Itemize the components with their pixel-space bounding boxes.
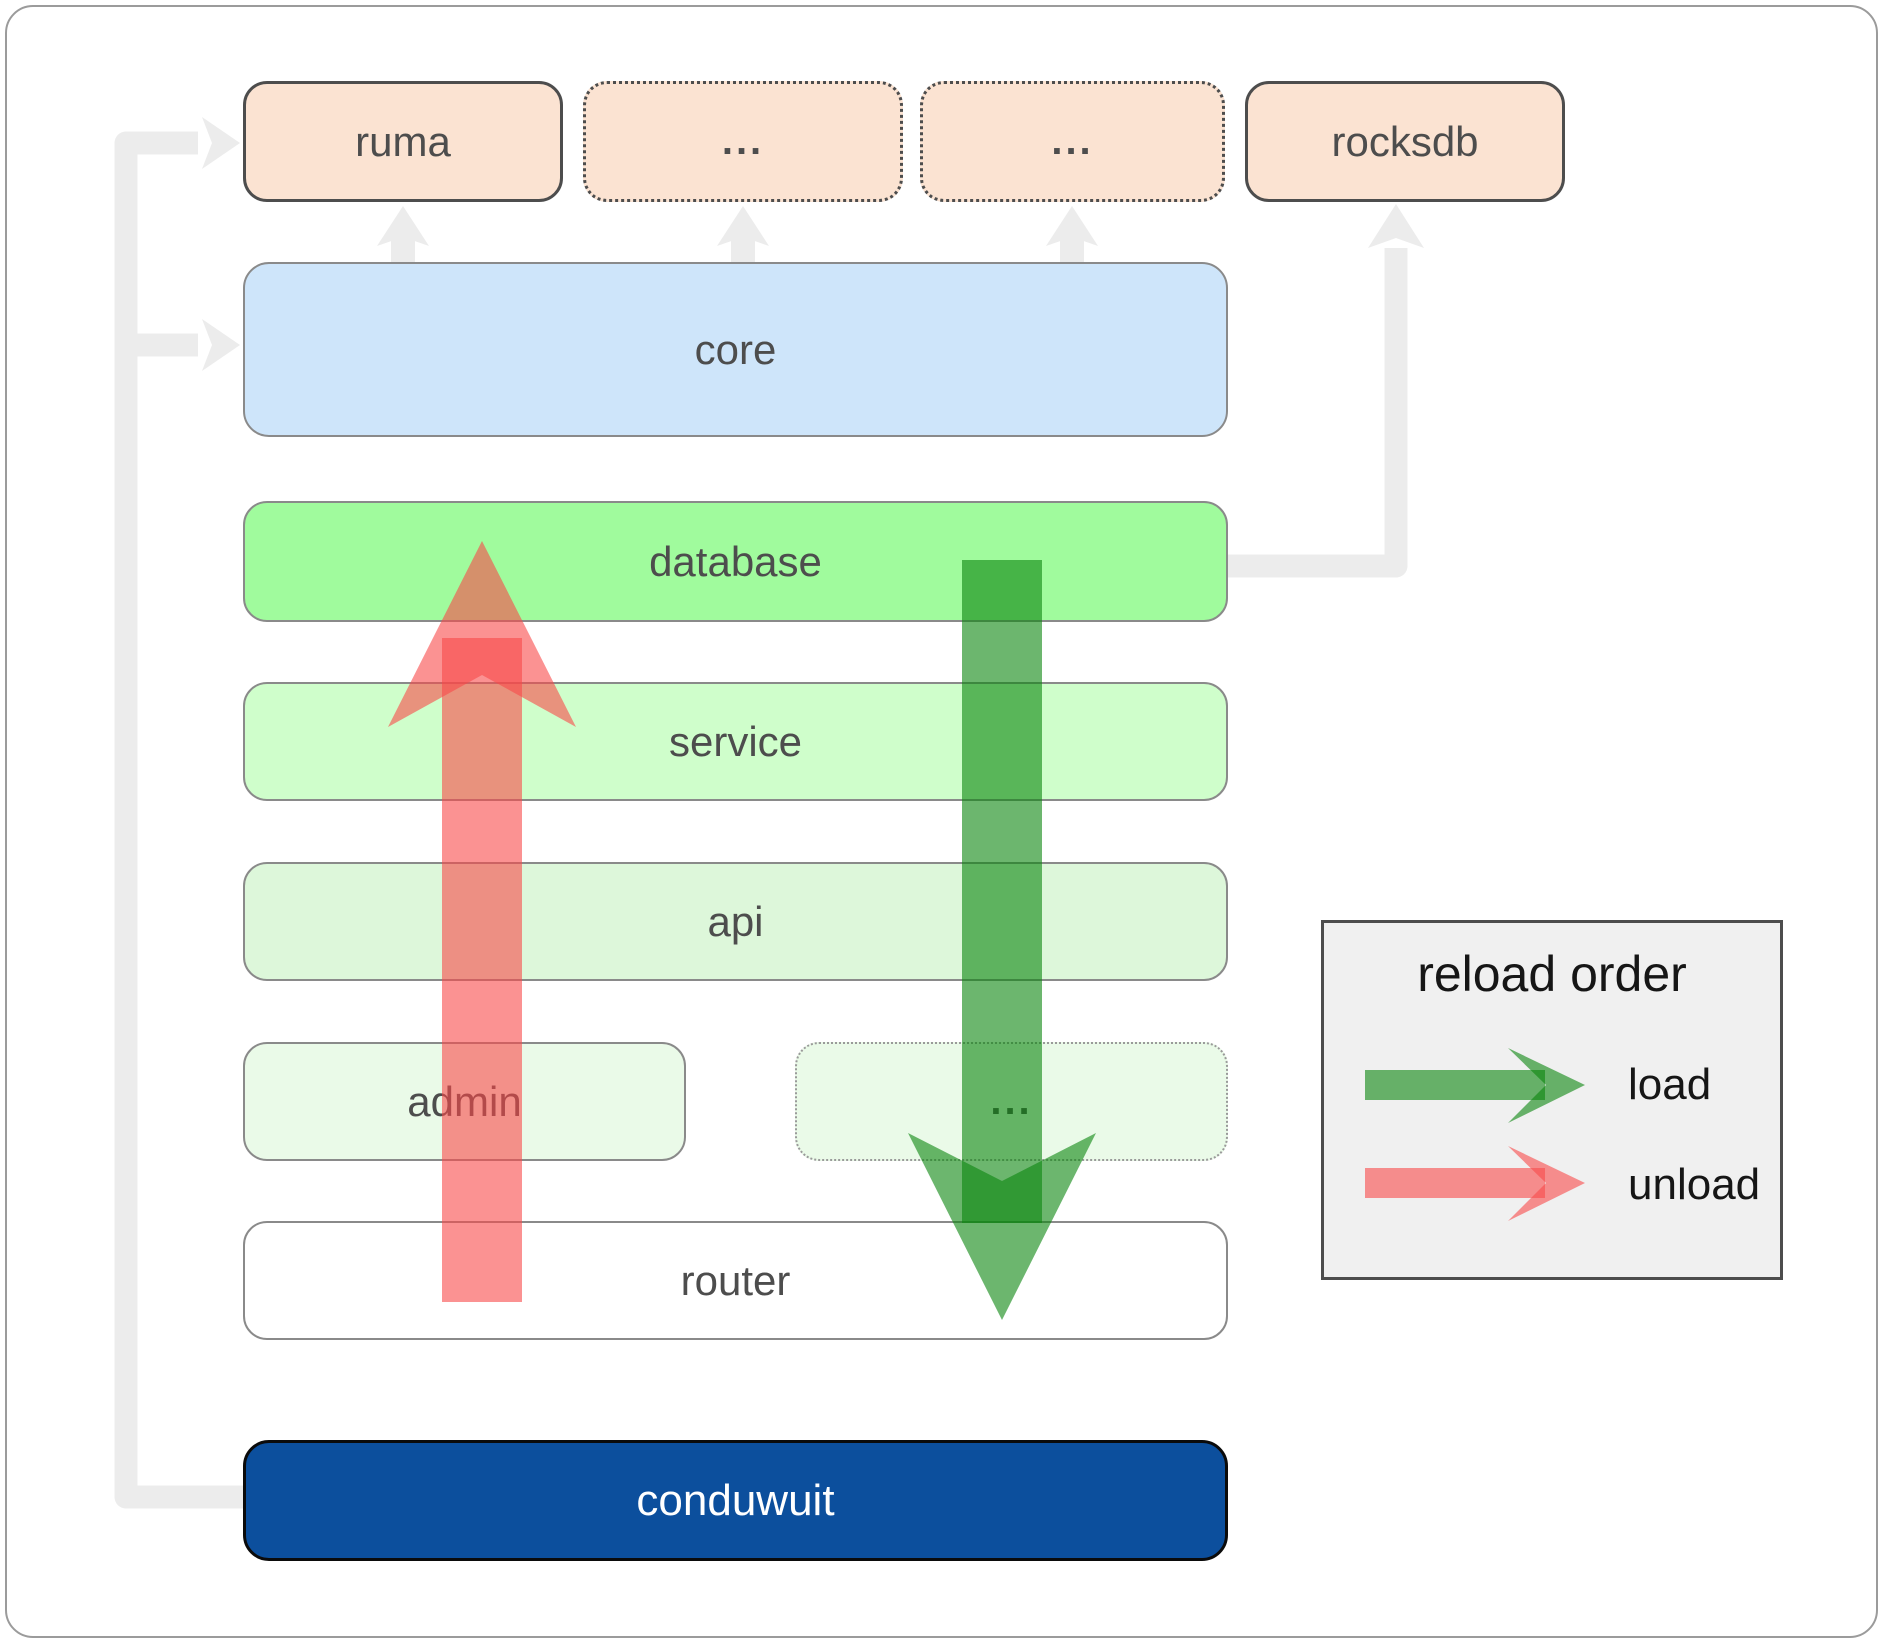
arrowhead-core-to-ellipsis-1-icon bbox=[717, 206, 769, 246]
connector-database-to-rocksdb bbox=[1228, 248, 1408, 578]
outer-frame bbox=[5, 5, 1878, 1638]
node-admin-label: admin bbox=[407, 1077, 522, 1125]
node-ellipsis-2-label: ... bbox=[1051, 119, 1094, 163]
arrowhead-core-to-ellipsis-2-icon bbox=[1046, 206, 1098, 246]
node-core: core bbox=[243, 262, 1228, 437]
node-ellipsis-3-label: ... bbox=[990, 1079, 1033, 1123]
node-ruma: ruma bbox=[243, 81, 563, 202]
connector-conduwuit-to-ruma bbox=[114, 131, 248, 1509]
arrowhead-into-ruma-icon bbox=[202, 117, 240, 169]
node-conduwuit: conduwuit bbox=[243, 1440, 1228, 1561]
legend-load-arrow-icon bbox=[1365, 1048, 1585, 1123]
node-ellipsis-1-label: ... bbox=[721, 119, 765, 163]
connector-core-to-ellipsis-2 bbox=[1060, 235, 1084, 264]
node-core-label: core bbox=[694, 325, 777, 373]
connector-core-to-ruma bbox=[391, 235, 415, 264]
legend-unload-label: unload bbox=[1628, 1160, 1761, 1209]
node-database: database bbox=[243, 501, 1228, 622]
legend: reload order load unload bbox=[1321, 920, 1783, 1280]
node-ellipsis-1: ... bbox=[583, 81, 903, 202]
node-rocksdb: rocksdb bbox=[1245, 81, 1565, 202]
legend-unload-arrow-icon bbox=[1365, 1146, 1585, 1221]
legend-load-label: load bbox=[1628, 1060, 1712, 1109]
node-router-label: router bbox=[680, 1256, 791, 1304]
legend-title: reload order bbox=[1417, 946, 1687, 1002]
arrowhead-into-rocksdb-icon bbox=[1368, 204, 1424, 248]
arrowhead-into-core-icon bbox=[202, 319, 240, 371]
node-admin: admin bbox=[243, 1042, 686, 1161]
node-ellipsis-2: ... bbox=[920, 81, 1225, 202]
arrowhead-core-to-ruma-icon bbox=[377, 206, 429, 246]
node-rocksdb-label: rocksdb bbox=[1331, 117, 1479, 165]
node-database-label: database bbox=[649, 537, 822, 585]
node-service: service bbox=[243, 682, 1228, 801]
node-conduwuit-label: conduwuit bbox=[636, 1475, 835, 1525]
node-ellipsis-3: ... bbox=[795, 1042, 1228, 1161]
connector-core-to-ellipsis-1 bbox=[731, 235, 755, 264]
node-router: router bbox=[243, 1221, 1228, 1340]
node-service-label: service bbox=[668, 717, 803, 765]
node-api: api bbox=[243, 862, 1228, 981]
node-api-label: api bbox=[707, 897, 764, 945]
node-ruma-label: ruma bbox=[355, 117, 451, 165]
